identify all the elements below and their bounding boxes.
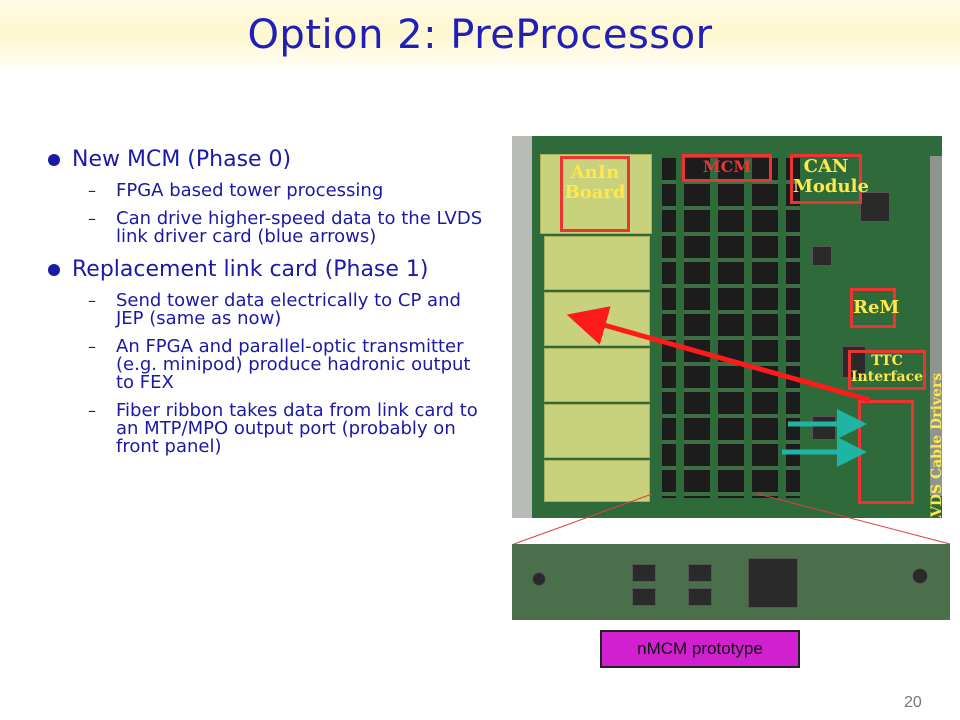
bullet-replacement-link-card: Replacement link card (Phase 1) xyxy=(48,258,488,282)
backplane-connector xyxy=(930,156,942,496)
nmcm-prototype-label: nMCM prototype xyxy=(600,630,800,668)
chip xyxy=(812,246,832,266)
page-number: 20 xyxy=(904,694,922,711)
bullet-list: New MCM (Phase 0) – FPGA based tower pro… xyxy=(48,148,488,466)
dash-icon: – xyxy=(88,401,96,420)
sub-bullet: – Can drive higher-speed data to the LVD… xyxy=(48,210,488,246)
anin-board-label: AnIn Board xyxy=(560,156,630,232)
mcm-label: MCM xyxy=(682,154,772,182)
sub-bullet-text: FPGA based tower processing xyxy=(116,180,384,201)
can-module-label: CAN Module xyxy=(790,154,869,204)
nmcm-prototype-photo xyxy=(512,544,950,620)
sub-bullet: – Fiber ribbon takes data from link card… xyxy=(48,402,488,456)
bullet-dot-icon xyxy=(48,154,60,166)
chip-column xyxy=(752,158,778,498)
chip xyxy=(688,564,712,582)
sub-bullet: – FPGA based tower processing xyxy=(48,182,488,200)
chip xyxy=(632,564,656,582)
bullet-text: New MCM (Phase 0) xyxy=(72,147,292,172)
chip xyxy=(688,588,712,606)
fpga-chip xyxy=(748,558,798,608)
chip-column xyxy=(684,158,710,498)
chip xyxy=(860,192,890,222)
sub-bullet-text: Send tower data electrically to CP and J… xyxy=(116,290,461,329)
preprocessor-board-photo: AnIn Board MCM CAN Module ReM TTC Interf… xyxy=(512,136,942,518)
bullet-new-mcm: New MCM (Phase 0) xyxy=(48,148,488,172)
component xyxy=(532,572,546,586)
anin-module xyxy=(544,236,650,290)
bullet-text: Replacement link card (Phase 1) xyxy=(72,257,429,282)
sub-bullet: – Send tower data electrically to CP and… xyxy=(48,292,488,328)
title-bar xyxy=(0,0,960,76)
anin-module xyxy=(540,154,652,234)
bullet-dot-icon xyxy=(48,264,60,276)
dash-icon: – xyxy=(88,291,96,310)
anin-module xyxy=(544,292,650,346)
sub-bullet-text: An FPGA and parallel-optic transmitter (… xyxy=(116,336,471,393)
chip-column xyxy=(786,158,800,498)
dash-icon: – xyxy=(88,181,96,200)
anin-module xyxy=(544,404,650,458)
dash-icon: – xyxy=(88,209,96,228)
anin-module xyxy=(544,348,650,402)
rem-label: ReM xyxy=(850,288,899,328)
chip-column xyxy=(662,158,676,498)
ttc-interface-label: TTC Interface xyxy=(848,350,926,390)
chip xyxy=(812,416,836,440)
slide-title: Option 2: PreProcessor xyxy=(247,12,713,58)
dash-icon: – xyxy=(88,337,96,356)
sub-bullet-text: Can drive higher-speed data to the LVDS … xyxy=(116,208,483,247)
anin-module xyxy=(544,460,650,502)
sub-bullet: – An FPGA and parallel-optic transmitter… xyxy=(48,338,488,392)
lvds-cable-drivers-label: LVDS Cable Drivers xyxy=(858,373,942,518)
component xyxy=(912,568,928,584)
board-frame xyxy=(512,136,532,518)
chip xyxy=(632,588,656,606)
sub-bullet-text: Fiber ribbon takes data from link card t… xyxy=(116,400,478,457)
chip-column xyxy=(718,158,744,498)
